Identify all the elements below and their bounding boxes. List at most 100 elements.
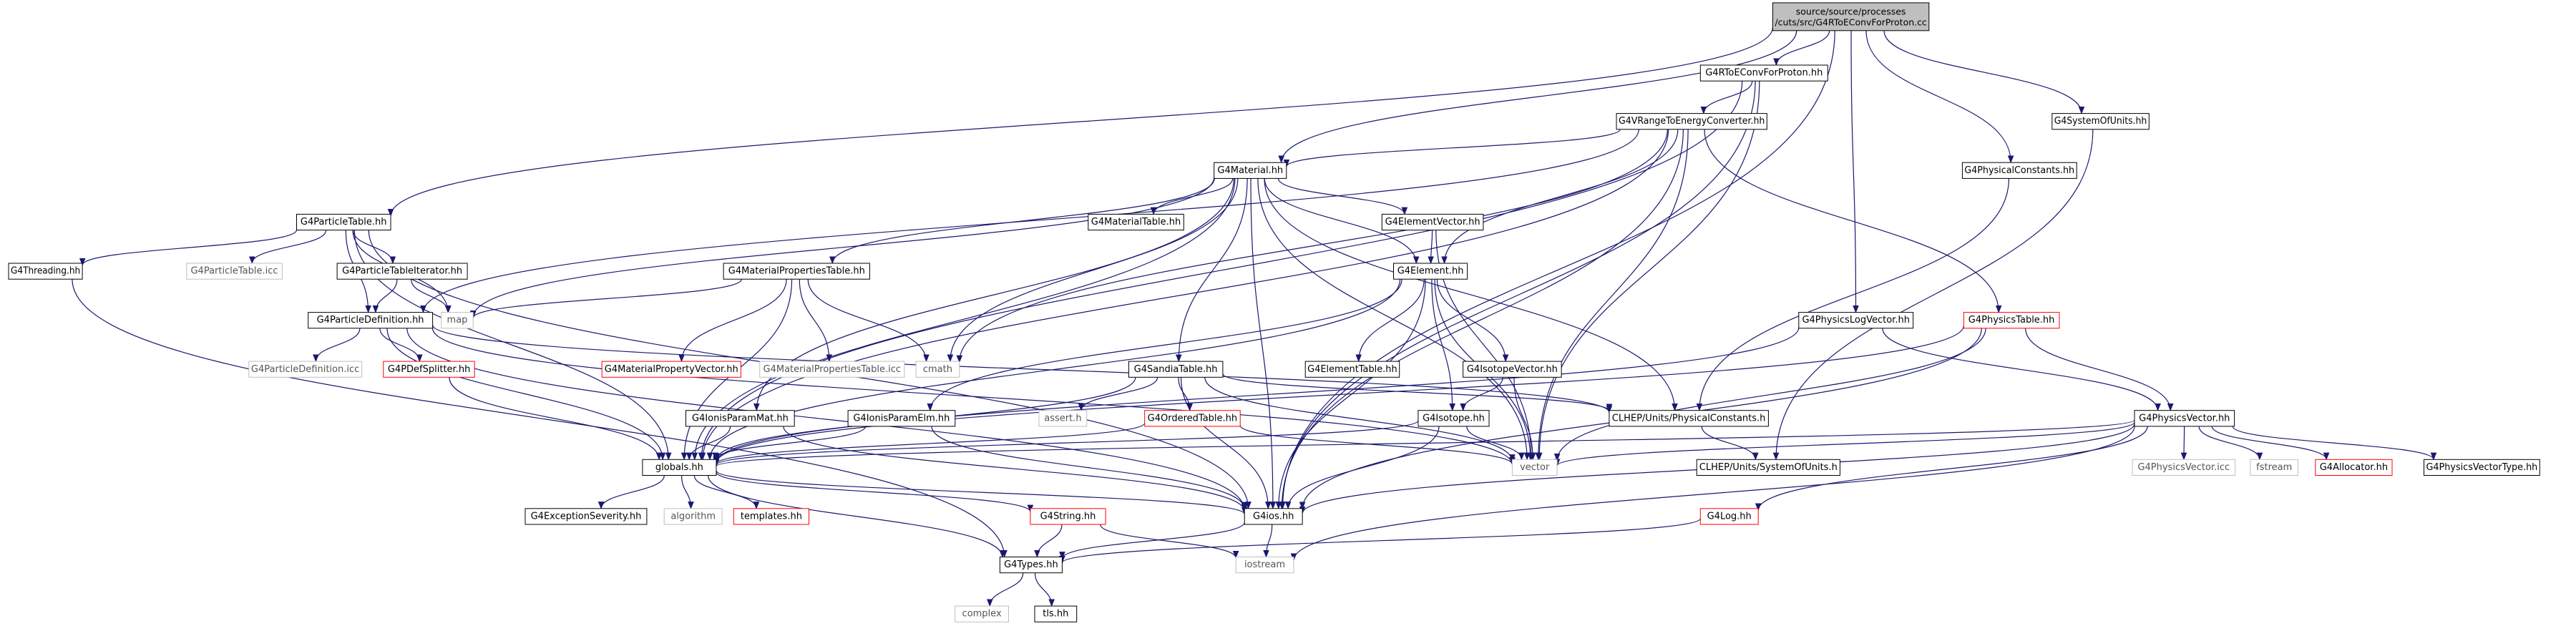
edge-orderedtable-to-globals	[713, 422, 1146, 465]
node-label: G4ParticleTable.hh	[301, 217, 387, 228]
node-algorithm[interactable]: algorithm	[663, 508, 723, 525]
node-orderedtable[interactable]: G4OrderedTable.hh	[1144, 410, 1241, 427]
node-globals[interactable]: globals.hh	[642, 459, 717, 476]
node-physvectoricc[interactable]: G4PhysicsVector.icc	[2132, 459, 2236, 476]
node-box	[955, 605, 1009, 622]
node-physlogvector[interactable]: G4PhysicsLogVector.hh	[1798, 312, 1914, 329]
node-label: complex	[962, 609, 1002, 620]
node-sandiatable[interactable]: G4SandiaTable.hh	[1128, 361, 1224, 378]
node-physvectortype[interactable]: G4PhysicsVectorType.hh	[2424, 459, 2540, 476]
node-templates[interactable]: templates.hh	[733, 508, 810, 525]
node-box	[1963, 312, 2060, 329]
node-fstream[interactable]: fstream	[2250, 459, 2299, 476]
node-box	[1463, 361, 1562, 378]
node-assert[interactable]: assert.h	[1038, 410, 1088, 427]
node-label: CLHEP/Units/PhysicalConstants.h	[1612, 413, 1766, 424]
node-physicsvector[interactable]: G4PhysicsVector.hh	[2134, 410, 2235, 427]
node-label: G4MaterialTable.hh	[1091, 217, 1181, 228]
node-label: G4ElementTable.hh	[1307, 364, 1397, 375]
node-box	[1798, 312, 1914, 329]
node-materialtable[interactable]: G4MaterialTable.hh	[1088, 213, 1184, 231]
node-g4types[interactable]: G4Types.hh	[999, 557, 1063, 574]
node-ionisparamelm[interactable]: G4IonisParamElm.hh	[847, 410, 956, 427]
node-box	[248, 361, 363, 378]
node-map[interactable]: map	[441, 312, 474, 329]
node-cmath[interactable]: cmath	[915, 361, 960, 378]
edge-matproptable-to-map	[470, 278, 742, 319]
edge-particletableiter-to-map	[411, 279, 452, 313]
node-particledef[interactable]: G4ParticleDefinition.hh	[308, 312, 434, 329]
node-iostream[interactable]: iostream	[1235, 557, 1294, 574]
node-box	[2134, 410, 2235, 427]
node-g4log[interactable]: G4Log.hh	[1699, 508, 1759, 525]
node-particletable[interactable]: G4ParticleTable.hh	[296, 213, 391, 231]
node-particledeficc[interactable]: G4ParticleDefinition.icc	[248, 361, 363, 378]
node-box	[642, 459, 717, 476]
edge-physicsvector-to-physvectortype	[2232, 426, 2437, 461]
edge-elementvector-to-element	[1428, 230, 1434, 265]
edge-material-to-clhepphysconst	[1264, 178, 1678, 411]
node-vrange[interactable]: G4VRangeToEnergyConverter.hh	[1616, 113, 1767, 130]
node-particletableiter[interactable]: G4ParticleTableIterator.hh	[336, 263, 468, 280]
node-vector[interactable]: vector	[1511, 459, 1558, 476]
node-elementvector[interactable]: G4ElementVector.hh	[1381, 213, 1484, 231]
edge-particledef-to-vector	[432, 328, 1516, 466]
node-clhepsysunits[interactable]: CLHEP/Units/SystemOfUnits.h	[1696, 459, 1840, 476]
edge-root-to-physlogvector	[1850, 30, 1859, 313]
node-root[interactable]: source/source/processes/cuts/src/G4RToEC…	[1772, 2, 1930, 31]
node-matproptableicc[interactable]: G4MaterialPropertiesTable.icc	[759, 361, 905, 378]
edge-material-to-element	[1264, 178, 1420, 265]
node-ionisparammat[interactable]: G4IonisParamMat.hh	[686, 410, 795, 427]
edge-material-to-elementvector	[1277, 178, 1408, 215]
node-isotopevector[interactable]: G4IsotopeVector.hh	[1463, 361, 1562, 378]
node-particletableicc[interactable]: G4ParticleTable.icc	[186, 263, 283, 280]
node-element[interactable]: G4Element.hh	[1393, 263, 1468, 280]
node-label: G4Material.hh	[1217, 165, 1283, 176]
edge-g4string-to-g4types	[1034, 524, 1063, 558]
node-tlshh[interactable]: tls.hh	[1034, 605, 1078, 622]
node-elementtable[interactable]: G4ElementTable.hh	[1304, 361, 1400, 378]
edge-material-to-map	[469, 177, 1215, 318]
node-box	[308, 312, 434, 329]
edge-ionisparamelm-to-globals	[712, 426, 867, 461]
node-sysunits[interactable]: G4SystemOfUnits.hh	[2051, 113, 2150, 130]
node-label: G4PhysicsTable.hh	[1968, 315, 2055, 326]
edge-matproptable-to-cmath	[807, 279, 930, 363]
node-matpropvector[interactable]: G4MaterialPropertyVector.hh	[601, 361, 741, 378]
edge-isotope-to-g4ios	[1284, 426, 1440, 509]
edge-sysunits-to-clhepsysunits	[1772, 129, 2094, 461]
node-box	[1381, 213, 1484, 231]
node-g4ios[interactable]: G4ios.hh	[1244, 508, 1303, 525]
node-pdefsplitter[interactable]: G4PDefSplitter.hh	[383, 361, 475, 378]
node-label: G4SystemOfUnits.hh	[2054, 116, 2147, 127]
node-g4string[interactable]: G4String.hh	[1030, 508, 1106, 525]
node-clhepphysconst[interactable]: CLHEP/Units/PhysicalConstants.h	[1609, 410, 1769, 427]
edge-ionisparammat-to-globals	[686, 426, 731, 461]
edge-matproptable-to-matpropvector	[678, 279, 787, 363]
node-rtoeconvproton[interactable]: G4RToEConvForProton.hh	[1699, 64, 1828, 82]
node-physicstable[interactable]: G4PhysicsTable.hh	[1963, 312, 2060, 329]
node-label: G4IsotopeVector.hh	[1467, 364, 1558, 375]
edge-physicsvector-to-globals	[713, 419, 2135, 467]
node-box	[1214, 162, 1287, 179]
edge-material-to-sandiatable	[1175, 178, 1248, 363]
node-allocator[interactable]: G4Allocator.hh	[2315, 459, 2393, 476]
edge-sandiatable-to-clhepphysconst	[1222, 373, 1613, 412]
node-label: vector	[1520, 462, 1550, 473]
edge-g4ios-to-g4types	[1059, 522, 1245, 559]
node-label: G4IonisParamMat.hh	[692, 413, 789, 424]
node-matproptable[interactable]: G4MaterialPropertiesTable.hh	[723, 263, 870, 280]
node-box	[1393, 263, 1468, 280]
node-exceptionseverity[interactable]: G4ExceptionSeverity.hh	[525, 508, 648, 525]
node-material[interactable]: G4Material.hh	[1214, 162, 1287, 179]
node-isotope[interactable]: G4Isotope.hh	[1418, 410, 1490, 427]
node-complex[interactable]: complex	[955, 605, 1009, 622]
node-box	[1034, 605, 1078, 622]
edge-root-to-sysunits	[1883, 30, 2085, 114]
edge-g4ios-to-iostream	[1263, 524, 1273, 558]
edge-g4types-to-tlshh	[1034, 572, 1055, 607]
node-physconst[interactable]: G4PhysicalConstants.hh	[1961, 162, 2077, 179]
node-threading[interactable]: G4Threading.hh	[8, 263, 83, 280]
edge-material-to-vector	[1257, 178, 1531, 461]
